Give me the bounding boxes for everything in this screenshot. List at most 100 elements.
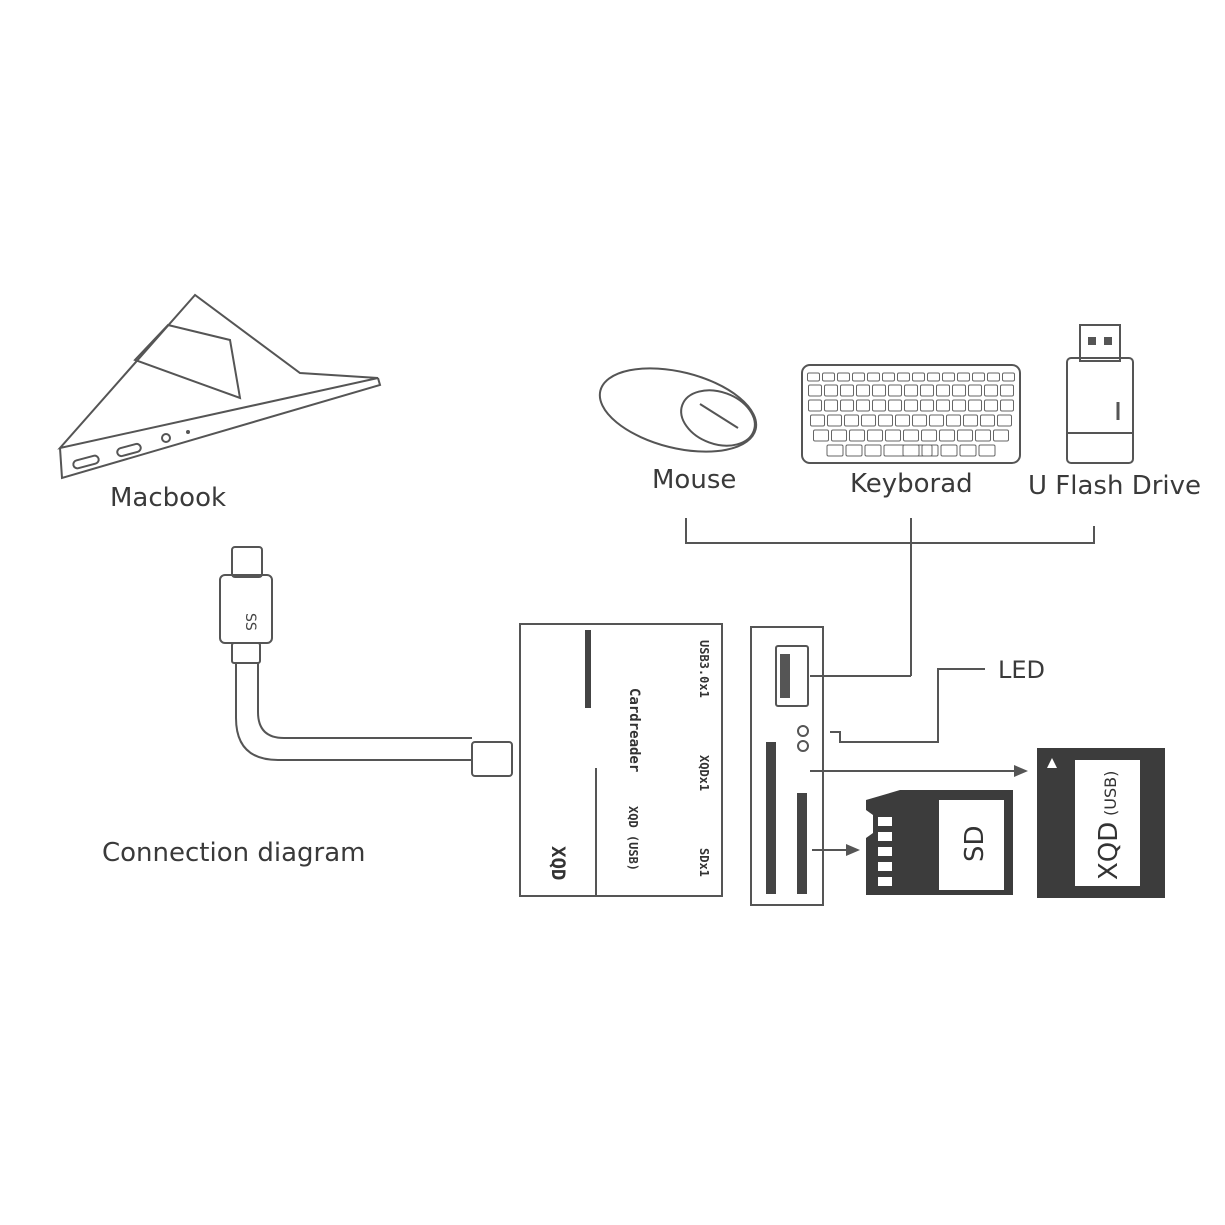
keyboard-key — [1002, 372, 1015, 382]
keyboard-key — [984, 399, 998, 412]
keyboard-key — [957, 429, 973, 442]
xqd-slot — [766, 742, 776, 894]
mouse-illustration — [598, 367, 758, 453]
keyboard-key — [929, 414, 944, 427]
xqd-card: XQD (USB) — [1037, 748, 1165, 898]
keyboard-key — [856, 399, 870, 412]
keyboard-key — [978, 444, 996, 457]
keyboard-key — [920, 384, 934, 397]
keyboard-key — [963, 414, 978, 427]
keyboard-key — [993, 429, 1009, 442]
keyboard-key — [997, 414, 1012, 427]
keyboard-label: Keyborad — [850, 469, 973, 499]
keyboard-key — [940, 444, 958, 457]
keyboard-key — [968, 384, 982, 397]
hub-sd-port-label: SDx1 — [697, 848, 711, 877]
keyboard-key — [883, 444, 933, 457]
keyboard-key — [845, 444, 863, 457]
mouse-label: Mouse — [652, 465, 736, 495]
keyboard-key — [968, 399, 982, 412]
keyboard-key — [840, 384, 854, 397]
keyboard-key — [936, 399, 950, 412]
keyboard-key — [856, 384, 870, 397]
led-label: LED — [998, 656, 1045, 684]
keyboard-key — [849, 429, 865, 442]
keyboard-key — [952, 399, 966, 412]
macbook-illustration — [57, 293, 382, 480]
keyboard-key — [927, 372, 940, 382]
xqd-card-label: XQD — [1094, 822, 1124, 880]
keyboard-key — [872, 384, 886, 397]
keyboard-key — [959, 444, 977, 457]
keyboard-key — [810, 414, 825, 427]
flash-drive-label: U Flash Drive — [1028, 471, 1201, 501]
xqd-arrow — [810, 765, 1028, 777]
keyboard-key — [912, 372, 925, 382]
keyboard-key — [872, 399, 886, 412]
keyboard-key — [840, 399, 854, 412]
keyboard-key — [822, 372, 835, 382]
device-bracket — [685, 518, 1095, 677]
hub-title: Cardreader — [626, 688, 642, 772]
keyboard-key — [864, 444, 882, 457]
keyboard-key — [942, 372, 955, 382]
hub-brand: XQD — [547, 846, 569, 880]
keyboard-key — [844, 414, 859, 427]
keyboard-key — [861, 414, 876, 427]
keyboard-key — [912, 414, 927, 427]
usb-c-cable: SS — [219, 546, 513, 777]
keyboard-key — [936, 384, 950, 397]
hub-xqd-usb-label: XQD (USB) — [626, 806, 640, 871]
keyboard-key — [808, 399, 822, 412]
keyboard-key — [984, 384, 998, 397]
keyboard-key — [975, 429, 991, 442]
usb-port — [775, 645, 809, 707]
keyboard-key — [1000, 399, 1014, 412]
sd-card-label: SD — [960, 825, 990, 862]
keyboard-key — [837, 372, 850, 382]
keyboard-key — [921, 429, 937, 442]
keyboard-key — [882, 372, 895, 382]
keyboard-key — [957, 372, 970, 382]
xqd-card-sublabel: (USB) — [1101, 771, 1120, 816]
keyboard-key — [895, 414, 910, 427]
keyboard-key — [813, 429, 829, 442]
sd-slot — [797, 793, 807, 894]
keyboard-key — [987, 372, 1000, 382]
keyboard-key — [878, 414, 893, 427]
keyboard-key — [827, 414, 842, 427]
cable-connector-mark: SS — [242, 613, 258, 631]
keyboard-key — [888, 384, 902, 397]
keyboard-key — [939, 429, 955, 442]
keyboard-key — [952, 384, 966, 397]
hub-side-view — [750, 626, 824, 906]
led-indicator-2 — [797, 740, 809, 752]
keyboard-illustration — [801, 364, 1021, 464]
sd-card: SD — [866, 790, 1013, 895]
hub-top-view: XQD Cardreader XQD (USB) USB3.0x1 XQDx1 … — [519, 623, 723, 897]
keyboard-key — [904, 399, 918, 412]
keyboard-key — [1000, 384, 1014, 397]
keyboard-key — [852, 372, 865, 382]
keyboard-key — [867, 429, 883, 442]
keyboard-key — [897, 372, 910, 382]
hub-xqd-port-label: XQDx1 — [697, 755, 711, 791]
sd-arrow — [812, 844, 860, 856]
keyboard-key — [904, 384, 918, 397]
keyboard-key — [980, 414, 995, 427]
keyboard-key — [921, 444, 939, 457]
macbook-label: Macbook — [110, 483, 226, 513]
led-indicator-1 — [797, 725, 809, 737]
flash-drive-illustration — [1066, 324, 1134, 464]
keyboard-key — [824, 399, 838, 412]
keyboard-key — [946, 414, 961, 427]
keyboard-key — [972, 372, 985, 382]
keyboard-key — [807, 372, 820, 382]
keyboard-key — [885, 429, 901, 442]
keyboard-key — [903, 429, 919, 442]
keyboard-key — [808, 384, 822, 397]
keyboard-key — [824, 384, 838, 397]
keyboard-key — [888, 399, 902, 412]
keyboard-key — [826, 444, 844, 457]
keyboard-keys — [807, 372, 1015, 457]
